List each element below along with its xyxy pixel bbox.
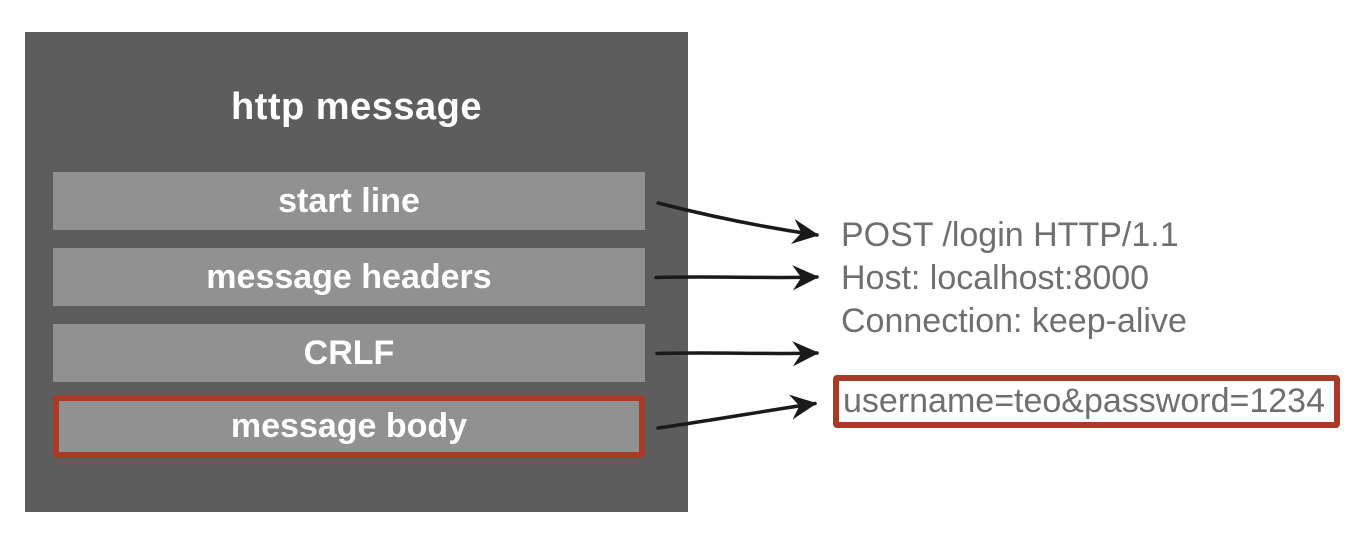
diagram-title: http message: [231, 86, 482, 128]
message-body-value: username=teo&password=1234: [843, 382, 1325, 420]
message-body-value-box: username=teo&password=1234: [833, 375, 1340, 428]
segment-label: message body: [230, 407, 468, 445]
segment-start-line: start line: [53, 172, 645, 230]
request-line-start: POST /login HTTP/1.1: [841, 216, 1179, 254]
segment-crlf: CRLF: [53, 324, 645, 382]
request-example-text: POST /login HTTP/1.1 Host: localhost:800…: [841, 214, 1187, 343]
segment-message-headers: message headers: [53, 248, 645, 306]
segment-message-body-highlighted: message body: [53, 395, 645, 458]
http-message-container: http message start line message headers …: [25, 32, 688, 512]
request-line-connection: Connection: keep-alive: [841, 302, 1187, 340]
request-line-host: Host: localhost:8000: [841, 259, 1150, 297]
segment-label: message headers: [206, 257, 492, 296]
segment-label: CRLF: [303, 333, 395, 372]
segment-label: start line: [278, 181, 420, 220]
